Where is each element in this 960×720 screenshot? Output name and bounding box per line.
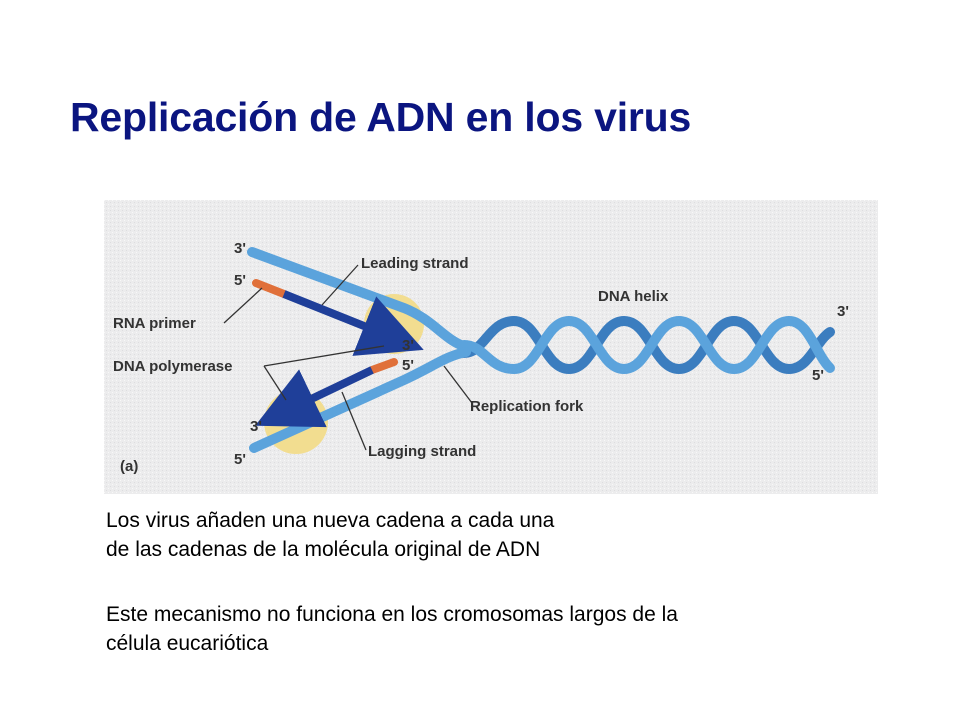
dna-replication-figure: Leading strand DNA helix RNA primer DNA …: [104, 200, 878, 494]
parental-strand-bottom: [249, 347, 471, 453]
paragraph-virus-replication: Los virus añaden una nueva cadena a cada…: [106, 506, 866, 564]
label-panel: (a): [120, 458, 138, 475]
end-top-left-5: 5': [234, 272, 246, 289]
end-center-5: 5': [402, 357, 414, 374]
slide-title: Replicación de ADN en los virus: [70, 94, 692, 140]
end-top-left-3: 3': [234, 240, 246, 257]
leader-lines: [223, 264, 473, 451]
rna-primer-top: [252, 279, 288, 298]
end-right-5: 5': [812, 367, 824, 384]
paragraph2-line1: Este mecanismo no funciona en los cromos…: [106, 603, 678, 626]
label-replication-fork: Replication fork: [470, 398, 584, 415]
lagging-strand-fragment: [255, 366, 374, 428]
end-right-3: 3': [837, 303, 849, 320]
label-dna-helix: DNA helix: [598, 288, 669, 305]
label-leading-strand: Leading strand: [361, 255, 469, 272]
end-center-3: 3': [402, 337, 414, 354]
paragraph2-line2: célula eucariótica: [106, 632, 269, 655]
label-lagging-strand: Lagging strand: [368, 443, 476, 460]
label-rna-primer: RNA primer: [113, 315, 196, 332]
rna-primer-bottom: [368, 358, 398, 374]
figure-background: [104, 200, 878, 494]
replication-diagram: Leading strand DNA helix RNA primer DNA …: [104, 200, 878, 494]
paragraph1-line2: de las cadenas de la molécula original d…: [106, 538, 541, 561]
end-bottom-left-5: 5': [234, 451, 246, 468]
paragraph-eukaryotic-limitation: Este mecanismo no funciona en los cromos…: [106, 600, 866, 658]
helix-strand-front: [459, 315, 835, 375]
leading-strand-new: [282, 290, 424, 356]
end-bottom-left-3: 3': [250, 418, 262, 435]
label-dna-polymerase: DNA polymerase: [113, 358, 233, 375]
paragraph1-line1: Los virus añaden una nueva cadena a cada…: [106, 509, 555, 532]
